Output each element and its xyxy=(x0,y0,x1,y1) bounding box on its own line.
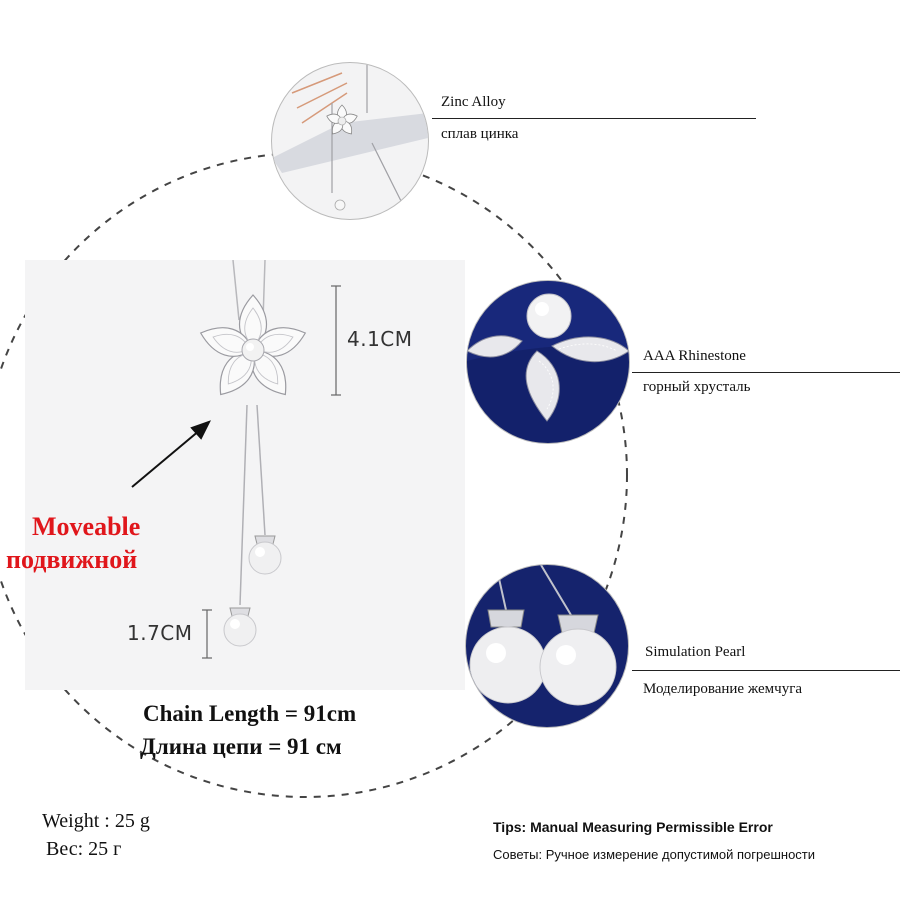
chain-length-ru: Длина цепи = 91 см xyxy=(140,734,342,759)
weight-label-en: Weight : 25 g xyxy=(42,810,150,832)
flower-pendant-icon xyxy=(199,294,307,396)
pearl-rule xyxy=(632,670,900,671)
pearl-size-label: 1.7CM xyxy=(127,621,193,645)
rhinestone-label-ru: горный хрусталь xyxy=(643,379,751,395)
simulation-pearl-photo xyxy=(465,564,629,728)
necklace-illustration xyxy=(131,260,341,659)
zinc-alloy-rule xyxy=(432,118,756,119)
pearl-drop-icon xyxy=(223,607,257,647)
flower-size-label: 4.1CM xyxy=(347,327,413,351)
zinc-alloy-label-ru: сплав цинка xyxy=(441,126,519,142)
weight-label-ru: Вес: 25 г xyxy=(46,838,122,860)
zinc-alloy-label-en: Zinc Alloy xyxy=(441,94,506,110)
zinc-alloy-photo xyxy=(271,62,429,220)
tips-label-ru: Советы: Ручное измерение допустимой погр… xyxy=(493,847,816,862)
pearl-label-en: Simulation Pearl xyxy=(645,644,746,660)
rhinestone-photo xyxy=(466,280,630,444)
arrow-icon xyxy=(131,420,212,488)
rhinestone-label-en: AAA Rhinestone xyxy=(643,348,746,364)
chain-length-en: Chain Length = 91cm xyxy=(143,701,357,726)
pearl-label-ru: Моделирование жемчуга xyxy=(643,681,803,697)
moveable-label-ru: подвижной xyxy=(6,545,138,574)
tips-label-en: Tips: Manual Measuring Permissible Error xyxy=(493,819,773,835)
pearl-drop-icon xyxy=(248,535,282,575)
rhinestone-rule xyxy=(632,372,900,373)
moveable-label-en: Moveable xyxy=(32,512,141,541)
